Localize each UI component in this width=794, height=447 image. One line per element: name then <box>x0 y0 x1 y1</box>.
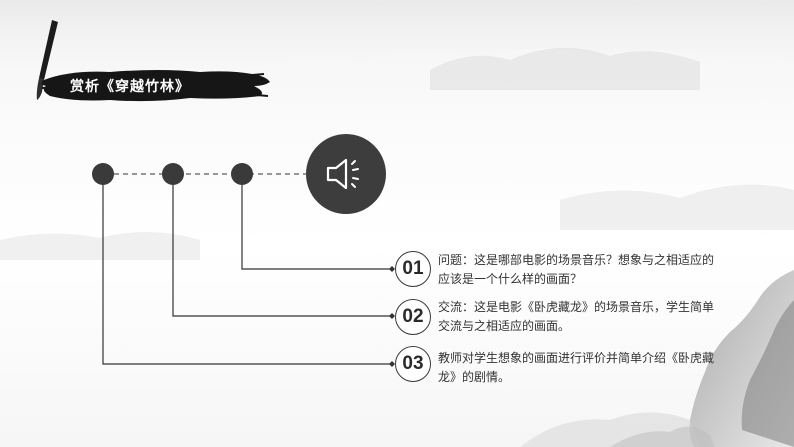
title-banner <box>41 70 270 102</box>
item-number-1: 01 <box>395 251 431 287</box>
timeline-dot-3 <box>231 163 253 185</box>
item-text-2: 交流：这是电影《卧虎藏龙》的场景音乐，学生简单交流与之相适应的画面。 <box>438 300 715 333</box>
timeline-dot-1 <box>92 163 114 185</box>
timeline-dot-2 <box>162 163 184 185</box>
item-text-3: 教师对学生想象的画面进行评价并简单介绍《卧虎藏龙》的剧情。 <box>438 351 715 384</box>
item-text-1: 问题：这是哪部电影的场景音乐？想象与之相适应的应该是一个什么样的画面？ <box>438 253 715 286</box>
slide-title: 赏析《穿越竹林》 <box>70 79 190 95</box>
item-number-2: 02 <box>395 299 431 335</box>
item-number-3: 03 <box>395 346 431 382</box>
audio-play-button[interactable] <box>306 134 386 214</box>
speaker-icon <box>326 158 359 190</box>
